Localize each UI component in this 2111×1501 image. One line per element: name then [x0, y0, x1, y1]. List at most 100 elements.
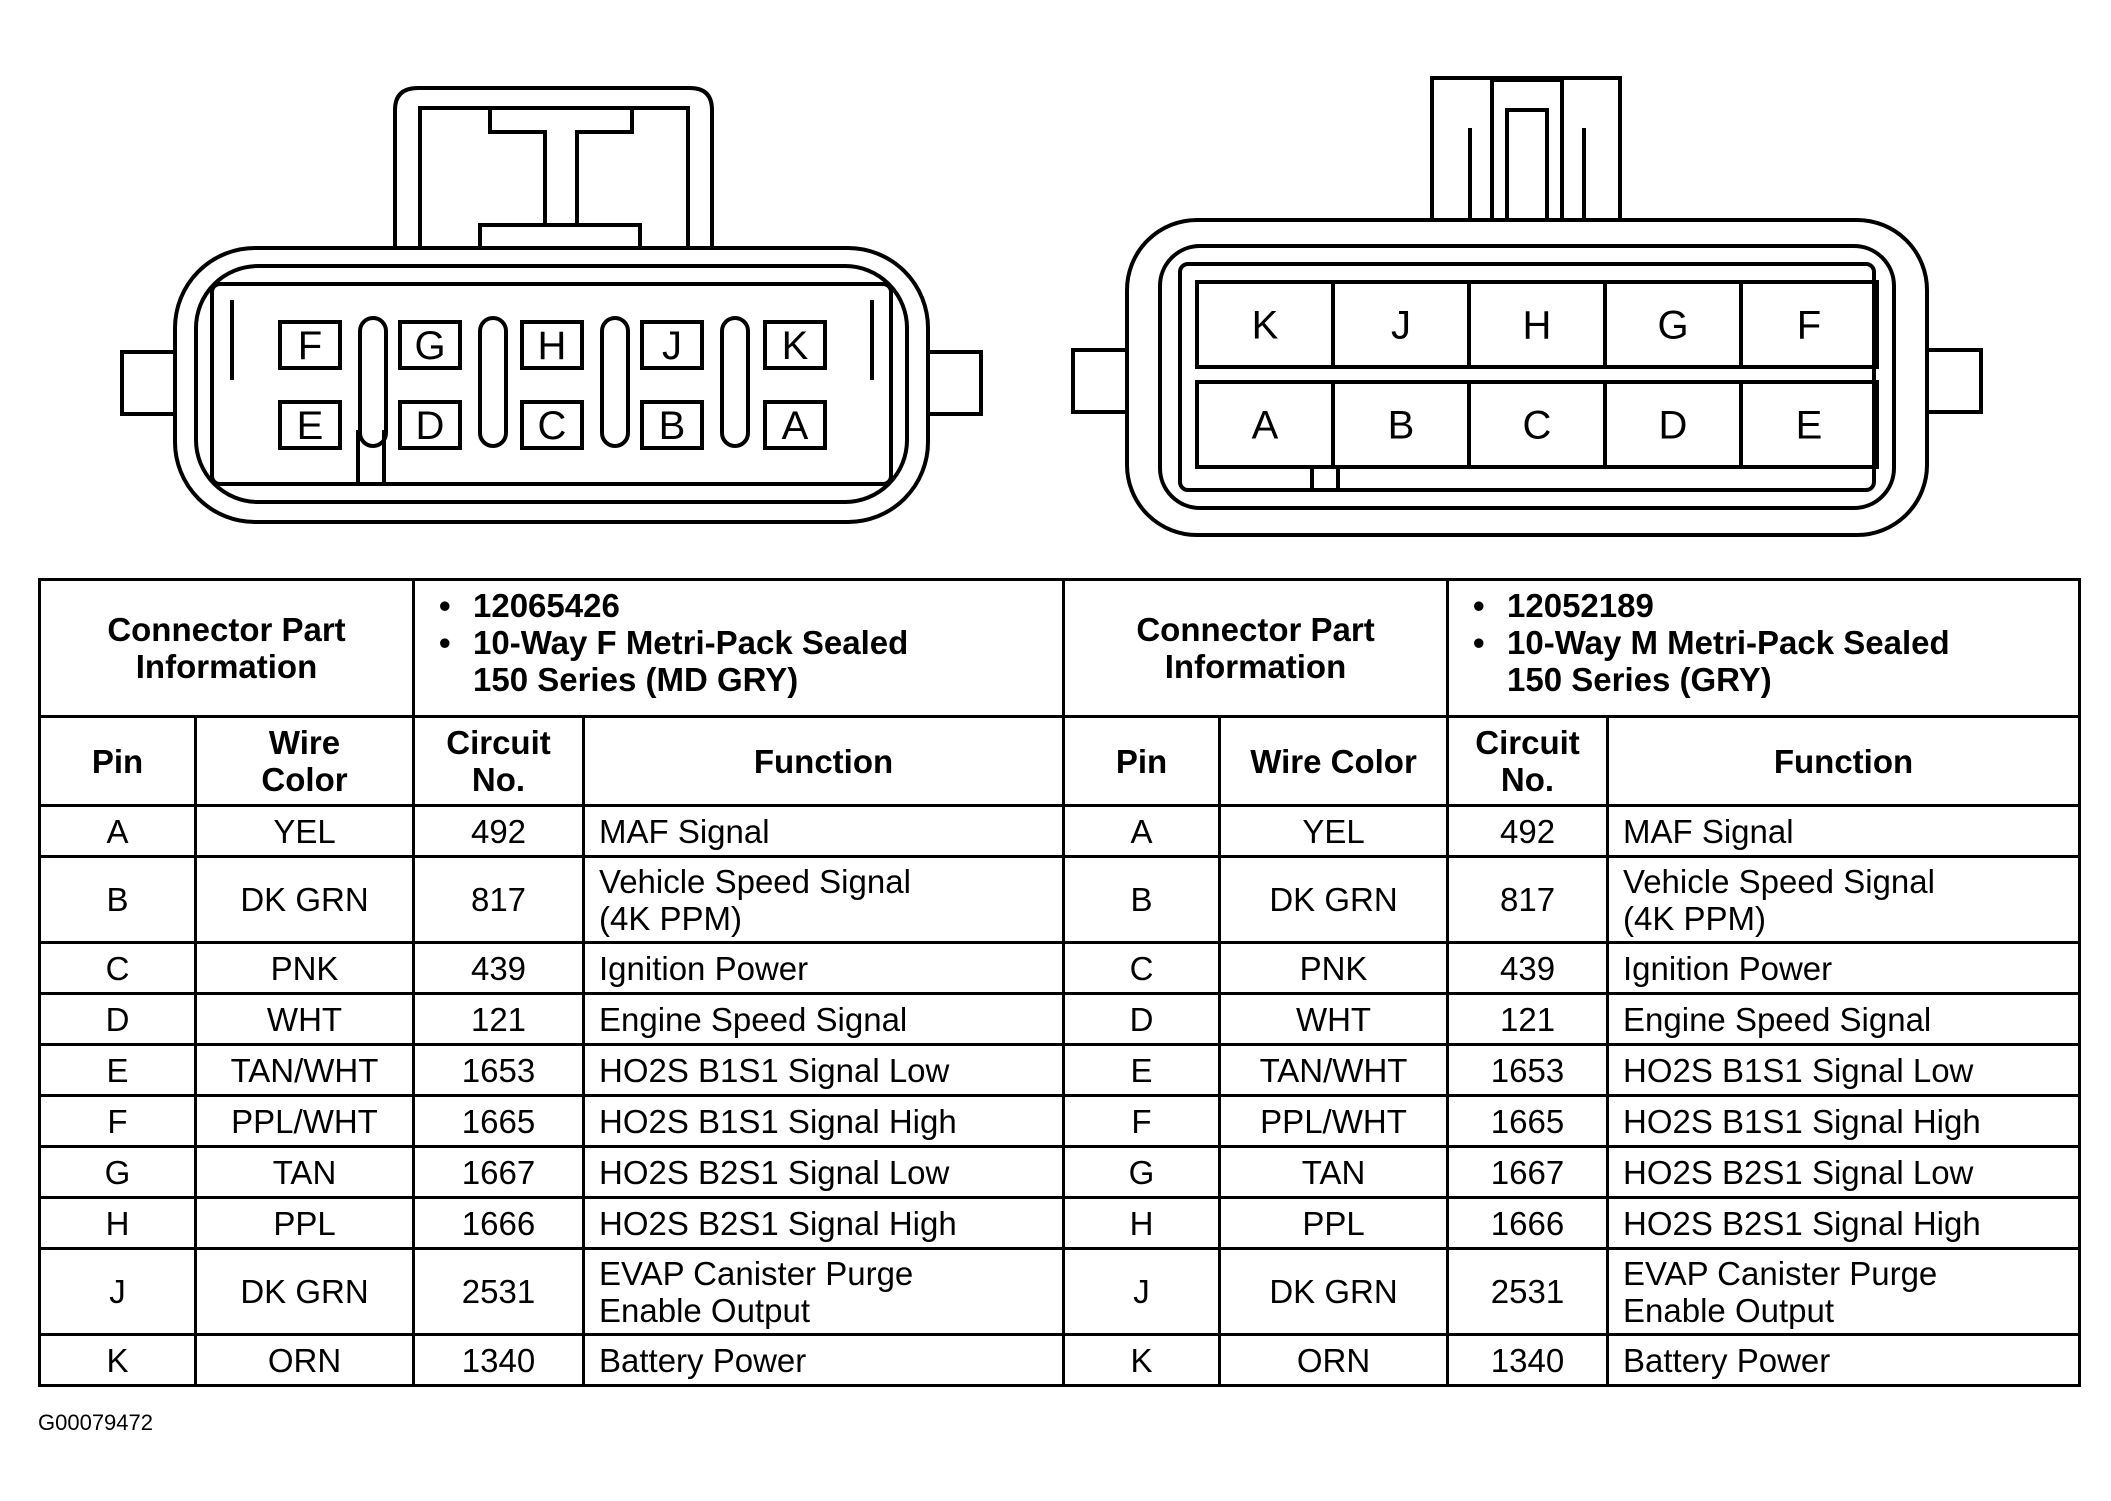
circuit-cell: 1653 — [1446, 1043, 1610, 1097]
info-label-text: Connector Part Information — [107, 611, 346, 685]
wire-color-cell: YEL — [194, 804, 415, 858]
connector-f-description-2: 150 Series (MD GRY) — [473, 661, 799, 698]
female-pin-label: B — [659, 404, 686, 448]
female-pin-boxes — [278, 320, 827, 450]
male-pin-label: B — [1388, 404, 1415, 448]
pin-cell: A — [38, 804, 197, 858]
pin-cell: C — [1062, 941, 1222, 995]
function-line1: MAF Signal — [1623, 812, 1794, 850]
wire-color-cell: PPL — [194, 1196, 415, 1250]
wire-color-cell: YEL — [1218, 804, 1450, 858]
connector-m-part-info: •12052189 •10-Way M Metri-Pack Sealed 15… — [1446, 578, 2082, 718]
function-line1: Ignition Power — [599, 949, 809, 987]
function-line1: Battery Power — [599, 1341, 807, 1379]
function-line1: HO2S B1S1 Signal High — [599, 1102, 957, 1140]
male-pin-label: G — [1657, 304, 1688, 348]
function-line2: (4K PPM) — [599, 899, 743, 937]
female-pin-label: E — [297, 404, 324, 448]
wire-color-cell: DK GRN — [194, 855, 415, 944]
function-line1: Vehicle Speed Signal — [599, 862, 911, 900]
function-cell: Ignition Power — [581, 941, 1066, 995]
function-line1: Engine Speed Signal — [1623, 1000, 1932, 1038]
wire-color-cell: TAN/WHT — [194, 1043, 415, 1097]
circuit-cell: 1666 — [1446, 1196, 1610, 1250]
pin-table: Connector Part Information •12065426 •10… — [38, 578, 2082, 1387]
pin-cell: B — [1062, 855, 1222, 944]
function-line1: HO2S B1S1 Signal Low — [599, 1051, 950, 1089]
header-pin: Pin — [1062, 715, 1222, 807]
function-cell: Engine Speed Signal — [1606, 992, 2082, 1046]
female-pin-box — [278, 320, 342, 370]
pin-cell: B — [38, 855, 197, 944]
pin-cell: K — [38, 1333, 197, 1387]
circuit-cell: 2531 — [412, 1247, 585, 1336]
connector-info-row: Connector Part Information •12065426 •10… — [38, 578, 2082, 718]
header-wire-color-line2: Color — [261, 761, 348, 798]
male-pin-boxes — [1195, 280, 1879, 469]
function-line1: HO2S B2S1 Signal High — [599, 1204, 957, 1242]
female-pin-box — [398, 400, 462, 450]
circuit-cell: 1340 — [1446, 1333, 1610, 1387]
header-pin: Pin — [38, 715, 197, 807]
circuit-cell: 121 — [412, 992, 585, 1046]
wire-color-cell: DK GRN — [1218, 855, 1450, 944]
function-cell: Vehicle Speed Signal(4K PPM) — [581, 855, 1066, 944]
header-function: Function — [1606, 715, 2082, 807]
function-cell: Battery Power — [1606, 1333, 2082, 1387]
circuit-cell: 2531 — [1446, 1247, 1610, 1336]
pin-cell: F — [38, 1094, 197, 1148]
circuit-cell: 1666 — [412, 1196, 585, 1250]
pin-cell: D — [38, 992, 197, 1046]
female-pin-label: A — [782, 404, 809, 448]
header-circuit: Circuit No. — [412, 715, 585, 807]
function-cell: HO2S B2S1 Signal High — [581, 1196, 1066, 1250]
circuit-cell: 1667 — [1446, 1145, 1610, 1199]
circuit-cell: 1340 — [412, 1333, 585, 1387]
function-cell: HO2S B2S1 Signal Low — [581, 1145, 1066, 1199]
connector-m-description-2: 150 Series (GRY) — [1507, 661, 1772, 698]
pin-cell: G — [1062, 1145, 1222, 1199]
header-wire-color: Wire Color — [194, 715, 415, 807]
function-line1: HO2S B2S1 Signal Low — [1623, 1153, 1974, 1191]
female-connector-outline — [120, 86, 983, 524]
function-line1: EVAP Canister Purge — [1623, 1254, 1938, 1292]
wire-color-cell: WHT — [194, 992, 415, 1046]
male-pin-label: F — [1797, 304, 1821, 348]
header-circuit-line2: No. — [471, 761, 526, 798]
function-cell: HO2S B2S1 Signal Low — [1606, 1145, 2082, 1199]
circuit-cell: 817 — [1446, 855, 1610, 944]
female-pin-label: F — [298, 324, 322, 368]
circuit-cell: 1667 — [412, 1145, 585, 1199]
function-cell: MAF Signal — [581, 804, 1066, 858]
circuit-cell: 492 — [1446, 804, 1610, 858]
header-wire-color-line1: Wire — [268, 724, 341, 761]
function-cell: HO2S B1S1 Signal High — [581, 1094, 1066, 1148]
pin-cell: A — [1062, 804, 1222, 858]
wire-color-cell: PNK — [1218, 941, 1450, 995]
function-cell: HO2S B1S1 Signal Low — [1606, 1043, 2082, 1097]
circuit-cell: 1665 — [412, 1094, 585, 1148]
pin-cell: E — [1062, 1043, 1222, 1097]
connector-part-info-label-m: Connector Part Information — [1062, 578, 1450, 718]
pin-cell: G — [38, 1145, 197, 1199]
circuit-cell: 439 — [412, 941, 585, 995]
female-pin-label: D — [416, 404, 445, 448]
function-line1: HO2S B1S1 Signal High — [1623, 1102, 1981, 1140]
header-circuit-line1: Circuit — [446, 724, 551, 761]
function-line2: (4K PPM) — [1623, 899, 1767, 937]
male-pin-box — [1739, 280, 1879, 369]
wire-color-cell: PPL/WHT — [194, 1094, 415, 1148]
wire-color-cell: ORN — [1218, 1333, 1450, 1387]
connector-part-info-label-f: Connector Part Information — [38, 578, 415, 718]
